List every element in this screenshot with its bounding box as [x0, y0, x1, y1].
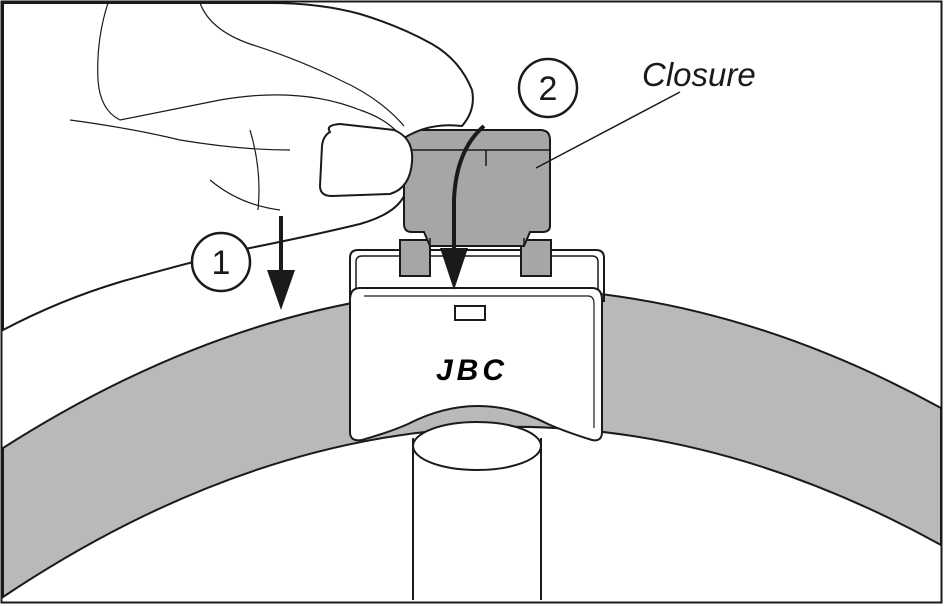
wire-loop-inner: [355, 255, 599, 302]
curved-arrow-down-icon: [440, 124, 486, 290]
headband-strap: [1, 287, 942, 599]
arrow-down-icon: [267, 216, 295, 310]
clip-slot: [454, 305, 486, 321]
step-1-circle: [190, 231, 252, 293]
step-2-marker: 2: [517, 57, 579, 119]
hand-thumb: [318, 122, 414, 198]
jbc-logo: JBC: [436, 354, 508, 387]
closure-callout-label: Closure: [642, 56, 756, 93]
clip-body: [349, 287, 603, 442]
closure-piece: [403, 129, 551, 247]
step-1-number: 1: [212, 244, 231, 282]
support-post: [412, 438, 542, 600]
support-post-top: [412, 421, 542, 471]
wire-loop: [349, 249, 605, 302]
closure-tab-right: [520, 239, 552, 277]
closure-piece-edge: [404, 149, 550, 246]
step-2-number: 2: [539, 70, 558, 108]
hand: [1, 2, 474, 332]
step-1-marker: 1: [190, 231, 252, 293]
clip-body-inner: [364, 295, 595, 428]
closure-tab-left: [399, 239, 431, 277]
hand-finger-lines: [69, 2, 405, 211]
step-2-circle: [517, 57, 579, 119]
closure-callout-leader: [535, 91, 681, 169]
